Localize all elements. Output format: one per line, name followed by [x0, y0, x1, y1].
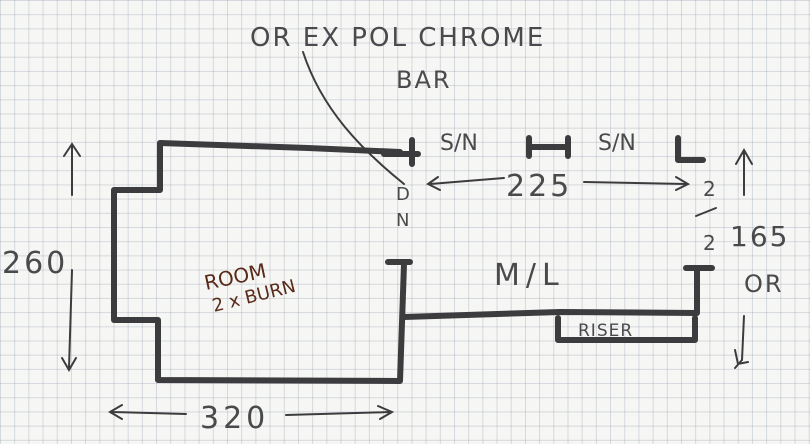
area-label: M/L: [494, 258, 565, 293]
dim-width-top: 225: [506, 169, 572, 204]
corridor-wall: [401, 265, 700, 320]
dim-arrow-bottom: [108, 404, 395, 420]
door-left-top: D: [396, 184, 410, 205]
note-leader-line: [302, 51, 405, 185]
dim-width-bottom: 320: [200, 401, 269, 436]
note-line-1: OR EX POL CHROME: [250, 23, 545, 53]
riser-label: RISER: [578, 321, 633, 341]
dim-height-left: 260: [2, 246, 68, 281]
dim-arrow-top-left: [426, 176, 505, 191]
dim-right-or: OR: [744, 270, 784, 298]
door-right-slash: [695, 207, 717, 217]
sn-left-label: S/N: [440, 131, 478, 156]
riser-box: [555, 315, 698, 343]
dim-height-right: 165: [730, 220, 789, 253]
room-wall-outline: [111, 140, 407, 384]
sn-right-label: S/N: [598, 131, 636, 156]
dim-arrow-top-right: [583, 176, 691, 191]
note-line-2: BAR: [396, 66, 452, 94]
dim-arrow-left: [61, 142, 81, 372]
sn-middle-bar: [526, 135, 571, 159]
dim-arrow-right: [734, 147, 753, 369]
door-right-bottom: 2: [703, 231, 716, 255]
door-stub-right: [675, 135, 706, 163]
door-right-top: 2: [703, 177, 716, 201]
door-left-bottom: N: [396, 210, 409, 231]
door-stub-left: [381, 137, 421, 167]
